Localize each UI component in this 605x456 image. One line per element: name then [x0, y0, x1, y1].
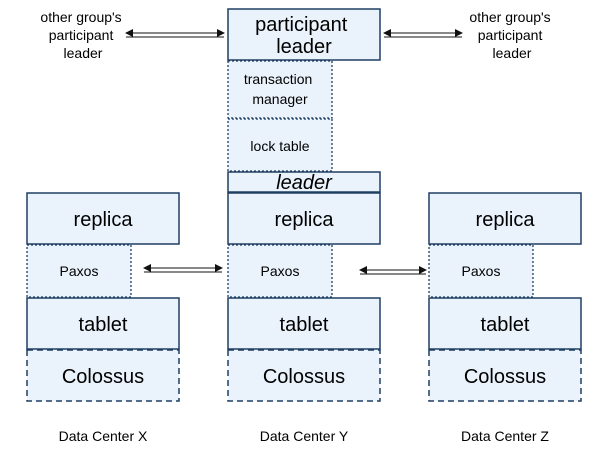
participant-leader-box [227, 8, 381, 61]
tablet-label: tablet [79, 314, 128, 336]
left-other-group-label: other group's participant leader [40, 9, 125, 61]
data-center-label: Data Center Z [461, 428, 549, 444]
leader-tag-box [227, 171, 381, 193]
right-leader-double-arrow [383, 29, 463, 38]
transaction-manager-box [227, 60, 333, 119]
replica-box [428, 192, 582, 245]
colossus-box [428, 349, 582, 402]
replica-label: replica [476, 209, 536, 231]
tablet-box [227, 297, 381, 350]
transaction-manager-label: transaction manager [244, 71, 316, 107]
replica-label: replica [275, 209, 335, 231]
column-data-center-y: replica Paxos tablet Colossus Data Cente… [227, 192, 381, 444]
colossus-label: Colossus [62, 366, 144, 388]
lock-table-label: lock table [250, 138, 309, 154]
leader-tag-label: leader [276, 172, 333, 194]
paxos-box [227, 244, 333, 298]
paxos-x-y-double-arrow [143, 264, 223, 273]
colossus-label: Colossus [464, 366, 546, 388]
paxos-box [26, 244, 132, 298]
participant-leader-label: participant leader [255, 14, 353, 58]
replica-label: replica [74, 209, 134, 231]
paxos-label: Paxos [261, 263, 300, 279]
column-data-center-x: replica Paxos tablet Colossus Data Cente… [26, 192, 180, 444]
colossus-box [227, 349, 381, 402]
paxos-label: Paxos [462, 263, 501, 279]
right-other-group-label: other group's participant leader [469, 9, 554, 61]
colossus-label: Colossus [263, 366, 345, 388]
lock-table-box [227, 118, 333, 172]
replica-box [26, 192, 180, 245]
column-data-center-z: replica Paxos tablet Colossus Data Cente… [428, 192, 582, 444]
data-center-label: Data Center Y [260, 428, 349, 444]
tablet-label: tablet [481, 314, 530, 336]
paxos-label: Paxos [60, 263, 99, 279]
paxos-y-z-double-arrow [359, 266, 427, 275]
tablet-box [428, 297, 582, 350]
paxos-box [428, 244, 534, 298]
replica-box [227, 192, 381, 245]
data-center-label: Data Center X [59, 428, 148, 444]
left-leader-double-arrow [125, 29, 225, 38]
tablet-box [26, 297, 180, 350]
colossus-box [26, 349, 180, 402]
tablet-label: tablet [280, 314, 329, 336]
